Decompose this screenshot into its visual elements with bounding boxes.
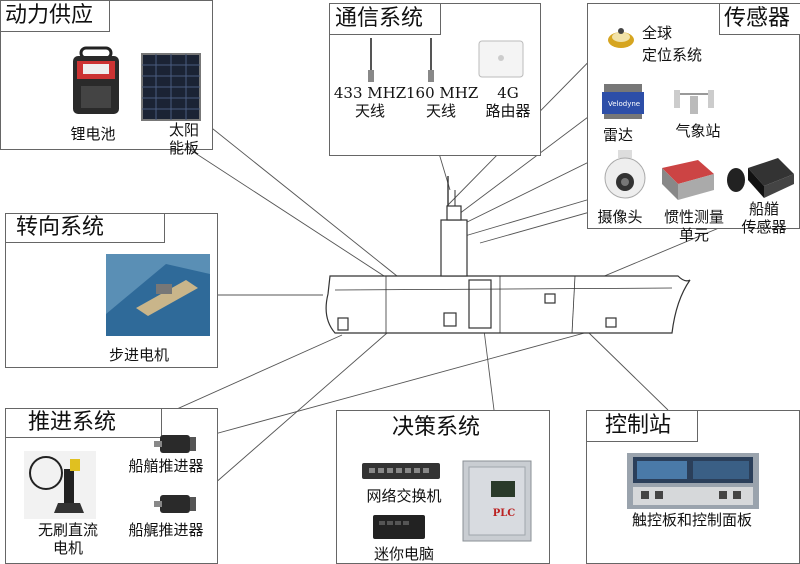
imu-icon	[658, 158, 716, 206]
plc-cabinet-icon: PLC	[461, 459, 535, 547]
solar-label-line2: 能板	[168, 139, 199, 157]
panel-title-comm: 通信系统	[335, 6, 424, 31]
svg-text:Velodyne: Velodyne	[608, 100, 640, 108]
panel-title-propulsion: 推进系统	[28, 410, 117, 435]
imu-line2: 单元	[678, 226, 709, 244]
panel-title-control: 控制站	[605, 413, 672, 438]
panel-sensors: 传感器 全球 定位系统 Velodyne 雷达 气象站 摄像头 惯性测量 单元 …	[587, 3, 800, 244]
panel-title-power: 动力供应	[5, 3, 94, 28]
panel-title-box	[719, 4, 800, 35]
panel-control: 控制站 触控板和控制面板	[586, 410, 800, 564]
stepper-motor-photo	[106, 254, 210, 340]
bow-line2: 传感器	[741, 218, 787, 236]
panel-steering: 转向系统 步进电机	[5, 213, 218, 368]
ant160-line1: 160 MHZ	[406, 84, 479, 102]
panel-title-sensors: 传感器	[724, 6, 791, 31]
bow-sensor-icon	[724, 154, 796, 204]
antenna-433-icon	[364, 38, 378, 86]
mini-pc-icon	[371, 511, 427, 545]
weather-station-label: 气象站	[675, 122, 721, 140]
panel-title-box	[6, 214, 165, 243]
solar-label-line1: 太阳	[168, 121, 199, 139]
vessel-outline	[325, 176, 691, 334]
panel-title-box	[1, 1, 110, 32]
router-line2: 路由器	[485, 102, 531, 120]
bow-thruster-icon	[152, 431, 200, 463]
panel-propulsion: 推进系统 无刷直流 电机 船艏推进器 船艉推进器	[5, 408, 218, 564]
bow-thruster-label: 船艏推进器	[128, 457, 204, 475]
ant433-line2: 天线	[354, 102, 385, 120]
gps-line1: 全球	[642, 24, 673, 42]
router-label: 4G 路由器	[478, 84, 538, 120]
gps-label: 全球 定位系统	[628, 24, 718, 64]
imu-label: 惯性测量 单元	[654, 208, 734, 244]
bow-line1: 船艏	[748, 200, 779, 218]
panel-title-box	[330, 4, 441, 35]
antenna-433-label: 433 MHZ 天线	[332, 84, 408, 120]
battery-icon	[69, 46, 124, 118]
bldc-motor-photo	[24, 451, 96, 523]
stern-thruster-icon	[152, 491, 200, 523]
router-line1: 4G	[497, 84, 519, 102]
plc-label: PLC	[492, 508, 516, 519]
panel-power: 动力供应 锂电池 太阳 能板	[0, 0, 213, 157]
panel-title-steering: 转向系统	[16, 215, 105, 240]
bldc-motor-label: 无刷直流 电机	[28, 521, 108, 557]
weather-station-icon	[670, 86, 718, 122]
camera-label: 摄像头	[597, 208, 643, 226]
antenna-160-icon	[424, 38, 438, 86]
control-panel-photo	[627, 453, 759, 513]
mini-pc-label: 迷你电脑	[373, 545, 434, 563]
battery-label: 锂电池	[70, 125, 116, 143]
control-panel-label: 触控板和控制面板	[631, 511, 752, 529]
panel-title-box	[587, 411, 698, 442]
bow-sensor-label: 船艏 传感器	[734, 200, 794, 236]
panel-title-decision: 决策系统	[392, 415, 481, 440]
gps-icon	[606, 26, 636, 54]
panel-title-box	[6, 409, 162, 438]
solar-panel-label: 太阳 能板	[159, 121, 209, 157]
imu-line1: 惯性测量	[663, 208, 724, 226]
bldc-line2: 电机	[52, 539, 83, 557]
stern-thruster-label: 船艉推进器	[128, 521, 204, 539]
ant433-line1: 433 MHZ	[333, 84, 407, 102]
bldc-line1: 无刷直流	[37, 521, 98, 539]
panel-decision: 决策系统 网络交换机 迷你电脑 PLC	[336, 410, 550, 564]
ant160-line2: 天线	[425, 102, 456, 120]
lidar-icon: Velodyne	[600, 82, 646, 124]
solar-panel-icon	[141, 53, 203, 127]
stepper-motor-label: 步进电机	[108, 346, 169, 364]
network-switch-label: 网络交换机	[366, 487, 442, 505]
router-icon	[478, 40, 524, 84]
gps-line2: 定位系统	[642, 46, 703, 64]
network-switch-icon	[361, 461, 441, 487]
panel-comm: 通信系统 433 MHZ 天线 160 MHZ 天线 4G 路由器	[329, 3, 541, 156]
antenna-160-label: 160 MHZ 天线	[406, 84, 479, 120]
lidar-label: 雷达	[602, 126, 633, 144]
camera-icon	[602, 150, 648, 206]
